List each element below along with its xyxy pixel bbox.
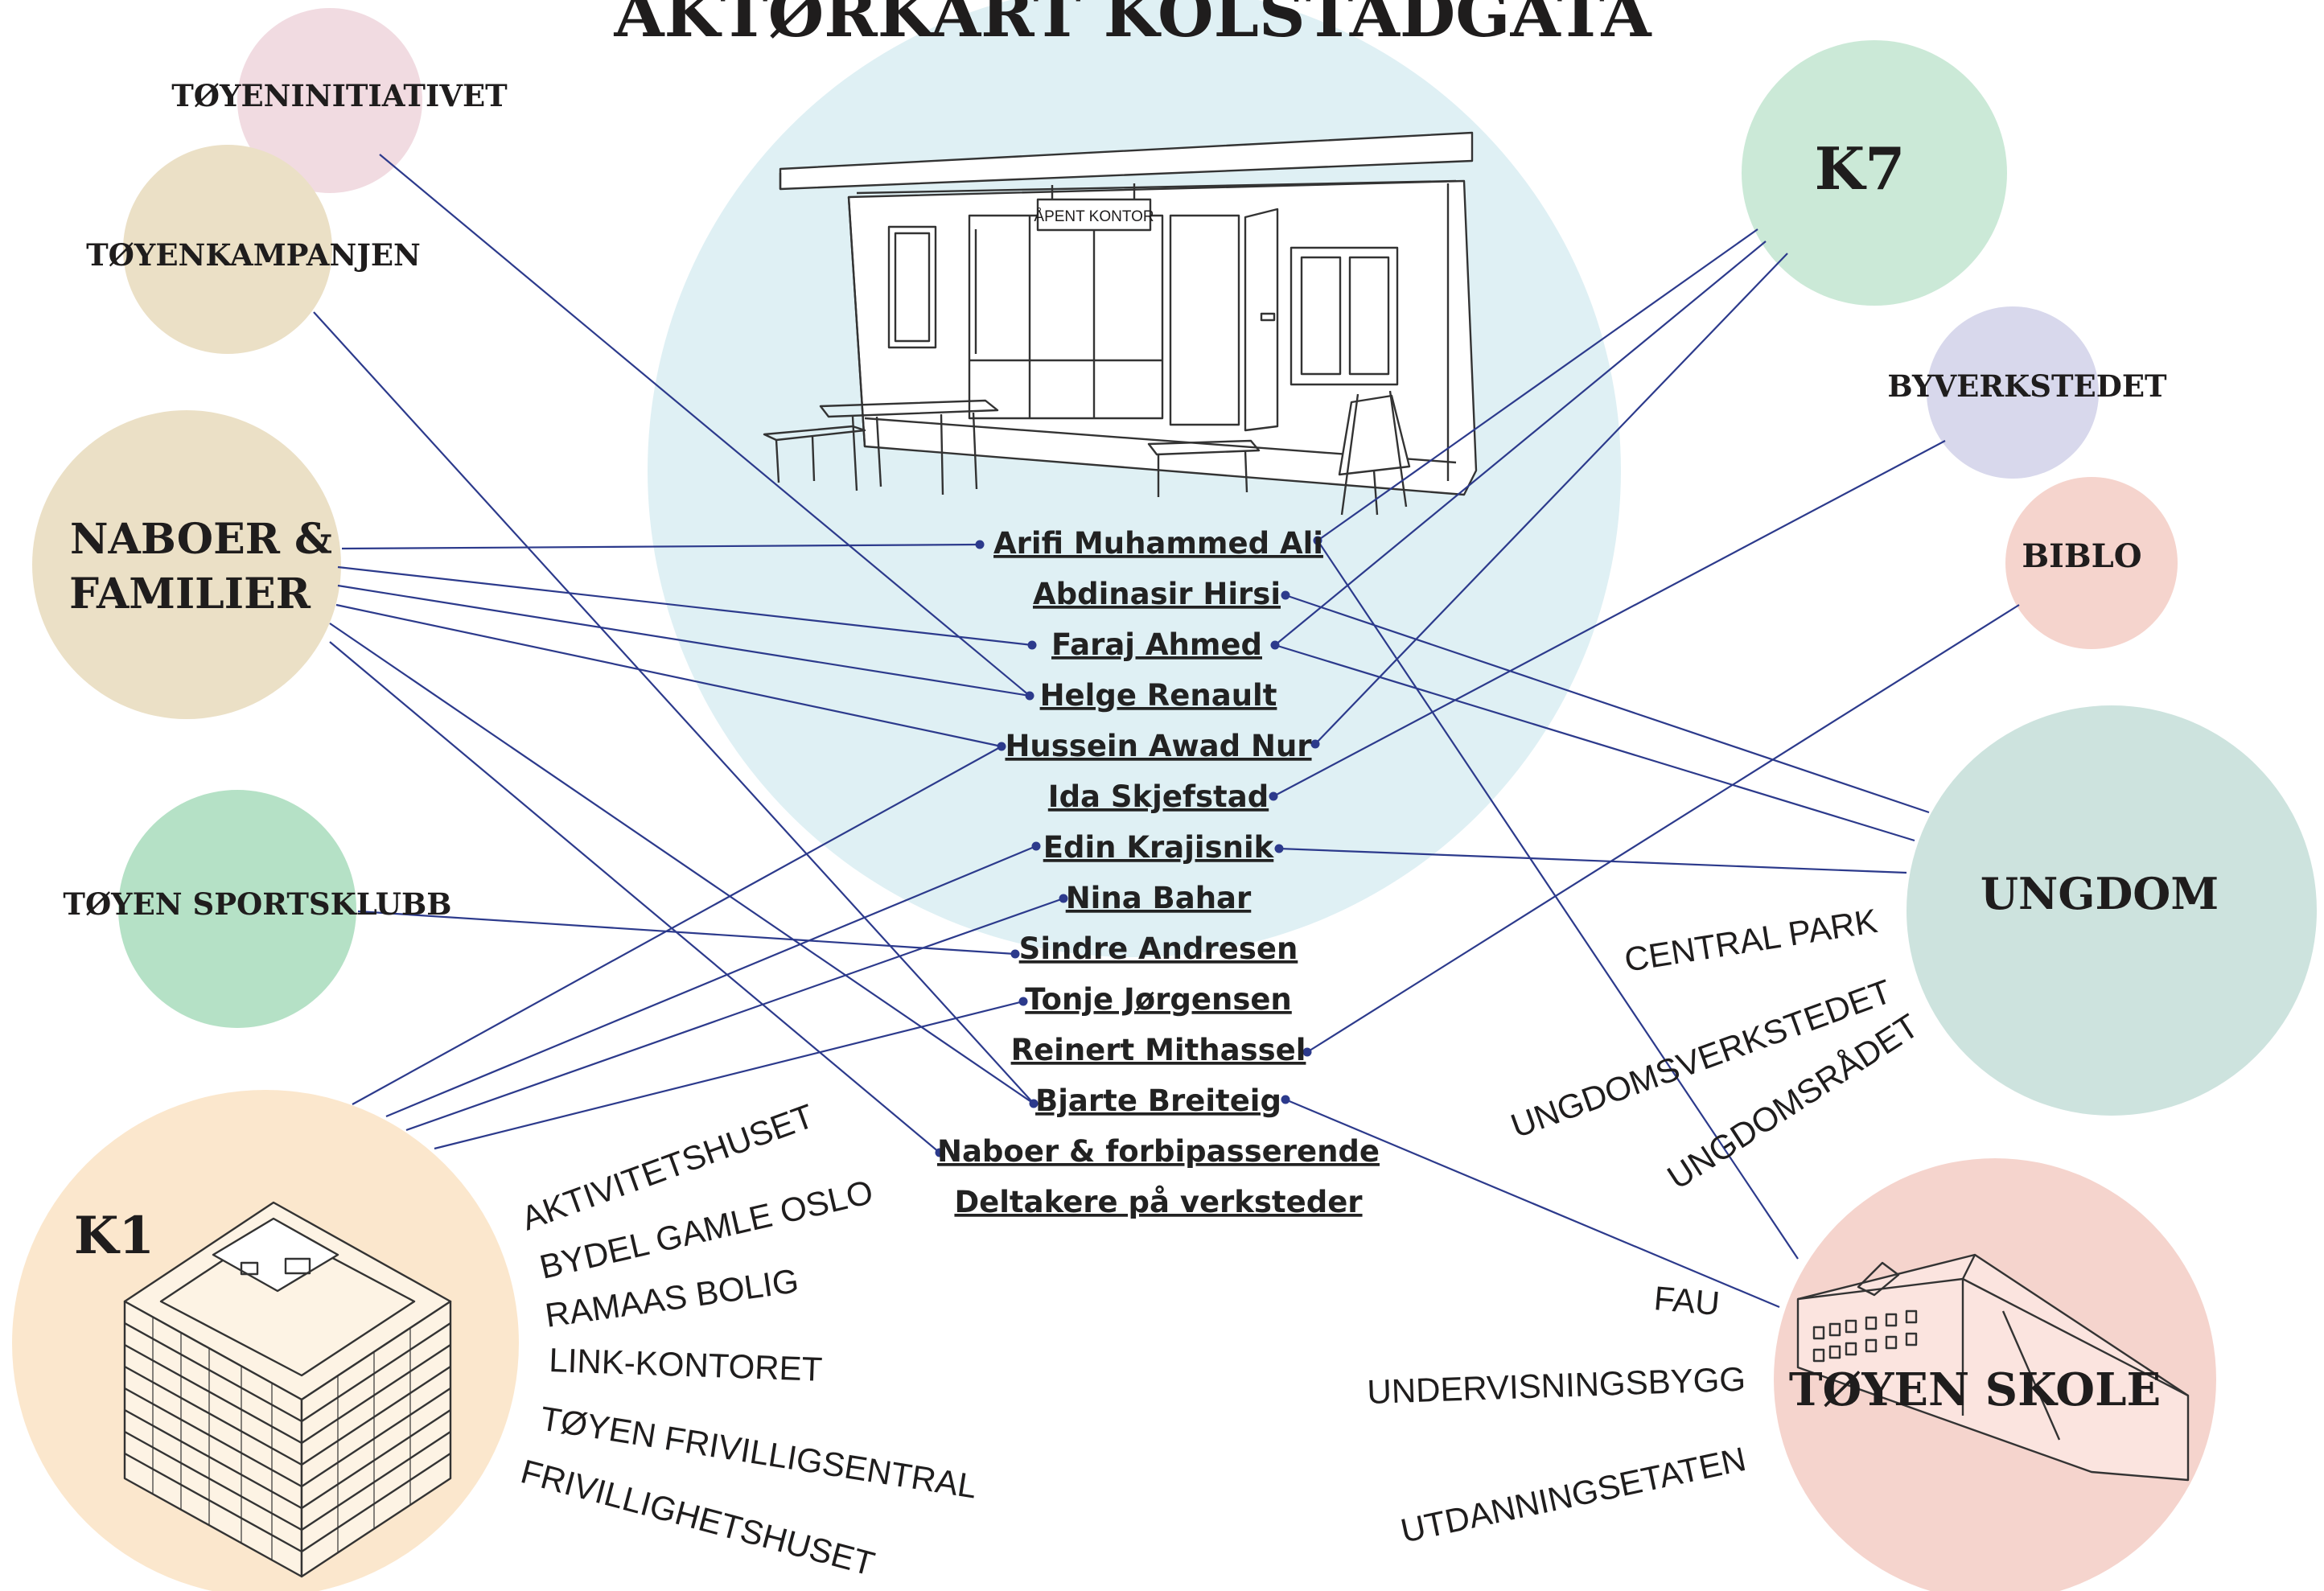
- ungdom-circle: [1907, 705, 2317, 1116]
- label-naboer-line2: FAMILIER: [69, 569, 311, 619]
- link-k1-tonje: [434, 1000, 1024, 1150]
- person-sindre-andresen: Sindre Andresen: [1019, 931, 1298, 966]
- link-ungdom-abdinasir: [1285, 594, 1930, 814]
- link-ungdom-faraj: [1274, 643, 1915, 842]
- person-bjarte-breiteig: Bjarte Breiteig: [1035, 1083, 1281, 1118]
- link-k1-hussein: [352, 746, 1002, 1105]
- k1-partners: AKTIVITETSHUSET BYDEL GAMLE OSLO RAMAAS …: [516, 1096, 980, 1582]
- skole-partners: FAU UNDERVISNINGSBYGG UTDANNINGSETATEN: [1367, 1279, 1750, 1550]
- link-naboer-helge: [337, 584, 1030, 697]
- person-hussein-awad-nur: Hussein Awad Nur: [1005, 729, 1312, 763]
- naboer-circle: [32, 410, 341, 719]
- link-naboer-forbipasserende: [329, 641, 940, 1153]
- people-list: Arifi Muhammed Ali Abdinasir Hirsi Faraj…: [937, 526, 1380, 1219]
- label-naboer-line1: NABOER &: [70, 515, 332, 564]
- link-toyeninitiativet-helge: [379, 154, 1030, 697]
- label-k7: K7: [1815, 134, 1906, 203]
- link-naboer-faraj: [337, 565, 1033, 647]
- byverkstedet-circle: [1927, 306, 2099, 479]
- link-sportsklubb-sindre: [357, 910, 1016, 956]
- link-toyenkampanjen-tonje: [313, 311, 1034, 1104]
- link-naboer-bjarte: [329, 623, 1034, 1104]
- person-abdinasir-hirsi: Abdinasir Hirsi: [1033, 577, 1281, 611]
- dot-faraj-right: [1270, 640, 1280, 650]
- person-edin-krajisnik: Edin Krajisnik: [1043, 830, 1275, 865]
- dot-hussein-right: [1310, 739, 1320, 749]
- toyeninitiativet-circle: [237, 8, 422, 193]
- ungdom-partners: CENTRAL PARK UNGDOMSVERKSTEDET UNGDOMSRÅ…: [1506, 902, 1925, 1197]
- label-k1: K1: [74, 1206, 154, 1266]
- skole-partner-utdanningsetaten: UTDANNINGSETATEN: [1397, 1440, 1749, 1550]
- label-toyen-skole: TØYEN SKOLE: [1789, 1363, 2161, 1416]
- link-k7-faraj: [1274, 240, 1767, 646]
- link-naboer-arifi: [341, 543, 981, 550]
- dot-arifi-right: [1313, 536, 1322, 545]
- link-k7-arifi: [1317, 228, 1758, 541]
- link-skole-bjarte: [1285, 1098, 1780, 1309]
- biblo-circle: [2005, 477, 2178, 649]
- k1-partner-link-kontoret: LINK-KONTORET: [549, 1341, 823, 1388]
- toyen-skole-illustration: [1796, 1253, 2190, 1482]
- sportsklubb-circle: [118, 790, 356, 1028]
- person-reinert-mithassel: Reinert Mithassel: [1011, 1033, 1306, 1067]
- link-ungdom-edin: [1278, 847, 1907, 874]
- dot-nina: [1059, 894, 1068, 903]
- label-toyeninitiativet: TØYENINITIATIVET: [171, 78, 508, 113]
- link-skole-arifi: [1317, 540, 1799, 1260]
- dot-faraj-left: [1027, 640, 1037, 650]
- skole-partner-fau: FAU: [1652, 1279, 1721, 1322]
- connection-dots: [935, 536, 1322, 1157]
- link-k1-nina: [405, 897, 1064, 1132]
- person-naboer-forbipasserende: Naboer & forbipasserende: [937, 1134, 1380, 1169]
- person-tonje-jorgensen: Tonje Jørgensen: [1025, 982, 1292, 1017]
- dot-abdinasir: [1281, 590, 1290, 600]
- person-ida-skjefstad: Ida Skjefstad: [1048, 779, 1269, 814]
- dot-bjarte-right: [1281, 1095, 1290, 1104]
- k1-building-illustration: [123, 1201, 452, 1578]
- link-k7-hussein: [1314, 253, 1788, 745]
- dot-hussein-left: [997, 742, 1006, 751]
- person-arifi-muhammed-ali: Arifi Muhammed Ali: [993, 526, 1323, 561]
- dot-reinert: [1302, 1047, 1312, 1057]
- connection-lines: [313, 154, 2020, 1309]
- person-nina-bahar: Nina Bahar: [1066, 881, 1252, 915]
- person-faraj-ahmed: Faraj Ahmed: [1051, 627, 1262, 662]
- dot-tonje: [1018, 997, 1028, 1006]
- dot-bjarte-left: [1029, 1099, 1039, 1108]
- label-sportsklubb: TØYEN SPORTSKLUBB: [63, 886, 451, 922]
- label-biblo: BIBLO: [2022, 537, 2141, 575]
- person-deltakere-verksteder: Deltakere på verksteder: [954, 1185, 1363, 1219]
- link-biblo-reinert: [1306, 604, 2020, 1053]
- k7-circle: [1742, 40, 2007, 306]
- page-title: AKTØRKART KOLSTADGATA: [613, 0, 1651, 51]
- open-office-illustration: [763, 131, 1478, 516]
- label-byverkstedet: BYVERKSTEDET: [1887, 368, 2167, 404]
- label-ungdom: UNGDOM: [1981, 868, 2219, 919]
- dot-forbipasserende: [935, 1148, 944, 1157]
- link-naboer-hussein: [335, 603, 1002, 748]
- ungdom-partner-central-park: CENTRAL PARK: [1622, 902, 1880, 979]
- link-byverkstedet-ida: [1273, 440, 1946, 797]
- dot-edin-left: [1031, 841, 1041, 851]
- open-office-sign-text: ÅPENT KONTOR: [1034, 208, 1154, 225]
- skole-partner-undervisningsbygg: UNDERVISNINGSBYGG: [1367, 1360, 1746, 1411]
- toyenkampanjen-circle: [123, 145, 332, 354]
- dot-helge: [1025, 691, 1034, 701]
- dot-ida: [1269, 791, 1278, 801]
- dot-sindre: [1010, 949, 1020, 959]
- label-toyenkampanjen: TØYENKAMPANJEN: [86, 237, 421, 273]
- dot-edin-right: [1274, 844, 1284, 853]
- dot-arifi-left: [975, 540, 985, 549]
- person-helge-renault: Helge Renault: [1040, 678, 1277, 713]
- link-k1-edin: [385, 845, 1037, 1118]
